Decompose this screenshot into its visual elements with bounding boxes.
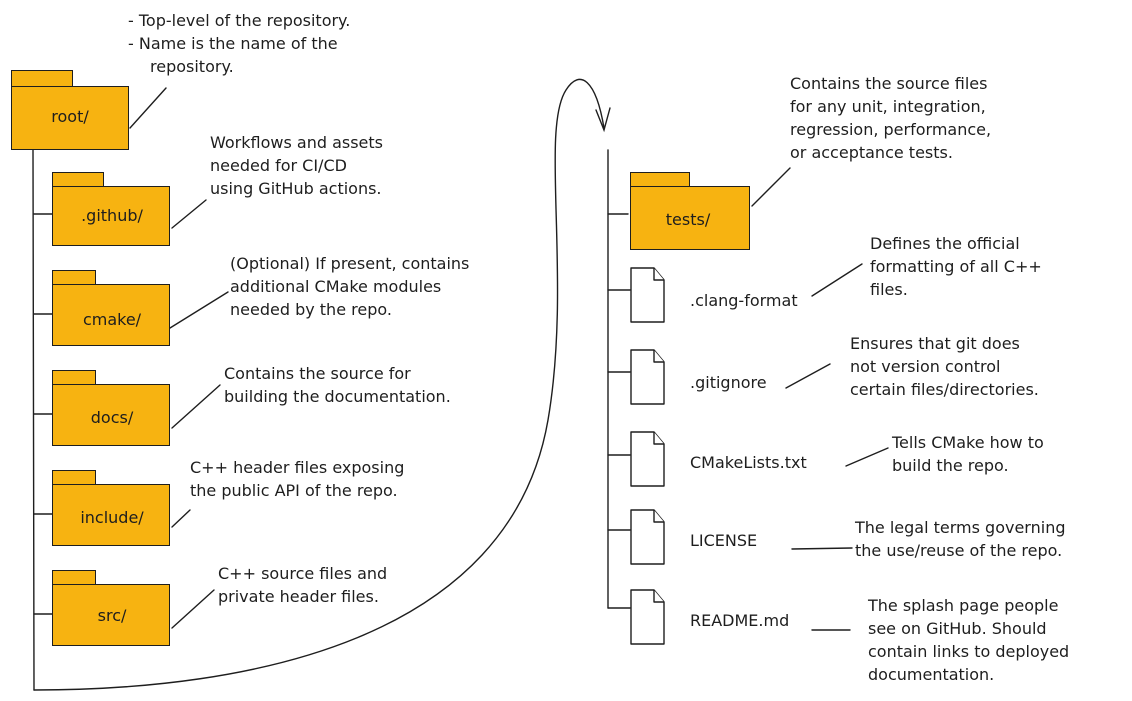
left-tree-trunk [32, 149, 35, 691]
tests-note-line: for any unit, integration, [790, 97, 986, 116]
include-folder-icon-tab [52, 470, 96, 486]
docs-folder-icon [52, 384, 170, 446]
root-note-line: repository. [150, 57, 234, 76]
cmakelists-file-label: CMakeLists.txt [690, 453, 807, 472]
root-folder-icon-tab [11, 70, 73, 88]
gitignore-note: Ensures that git does not version contro… [850, 332, 1039, 401]
clang-format-note-line: formatting of all C++ [870, 257, 1042, 276]
license-note-line: The legal terms governing [855, 518, 1066, 537]
cmake-note-line: additional CMake modules [230, 277, 442, 296]
src-folder-icon [52, 584, 170, 646]
root-note: - Top-level of the repository. - Name is… [128, 9, 350, 78]
gitignore-note-line: Ensures that git does [850, 334, 1020, 353]
leader-src [171, 589, 215, 629]
clang-format-note: Defines the official formatting of all C… [870, 232, 1042, 301]
tests-note-line: regression, performance, [790, 120, 992, 139]
include-note: C++ header files exposing the public API… [190, 456, 404, 502]
gitignore-note-line: certain files/directories. [850, 380, 1039, 399]
root-note-line: - Top-level of the repository. [128, 11, 351, 30]
github-folder-icon [52, 186, 170, 246]
leader-tests [751, 167, 791, 207]
license-file-icon [630, 509, 665, 565]
continuation-arrow-curve [33, 78, 605, 691]
leader-gitignore [785, 363, 831, 389]
tests-note: Contains the source files for any unit, … [790, 72, 991, 164]
readme-note-line: see on GitHub. Should [868, 619, 1047, 638]
clang-format-note-line: files. [870, 280, 908, 299]
gitignore-file-label: .gitignore [690, 373, 767, 392]
cmakelists-note: Tells CMake how to build the repo. [892, 431, 1044, 477]
cmake-folder-icon [52, 284, 170, 346]
license-file-label: LICENSE [690, 531, 758, 550]
readme-note-line: documentation. [868, 665, 995, 684]
include-folder-label: include/ [80, 508, 144, 527]
leader-github [171, 199, 207, 229]
include-folder-icon [52, 484, 170, 546]
tests-note-line: Contains the source files [790, 74, 988, 93]
src-note-line: private header files. [218, 587, 379, 606]
github-note-line: needed for CI/CD [210, 156, 347, 175]
github-folder-icon-tab [52, 172, 104, 188]
src-folder-icon-tab [52, 570, 96, 586]
readme-note: The splash page people see on GitHub. Sh… [868, 594, 1069, 686]
docs-folder-icon-tab [52, 370, 96, 386]
docs-note: Contains the source for building the doc… [224, 362, 451, 408]
github-note-line: using GitHub actions. [210, 179, 382, 198]
github-folder-label: .github/ [81, 206, 143, 225]
cmake-note-line: needed by the repo. [230, 300, 392, 319]
src-note: C++ source files and private header file… [218, 562, 387, 608]
clang-format-note-line: Defines the official [870, 234, 1020, 253]
cmake-note: (Optional) If present, contains addition… [230, 252, 469, 321]
readme-file-label: README.md [690, 611, 790, 630]
clang-format-file-icon [630, 267, 665, 323]
leader-clang-format [811, 263, 863, 297]
docs-note-line: Contains the source for [224, 364, 411, 383]
cmakelists-file-icon [630, 431, 665, 487]
readme-file-icon [630, 589, 665, 645]
cmakelists-note-line: Tells CMake how to [892, 433, 1044, 452]
leader-include [171, 509, 191, 528]
license-note: The legal terms governing the use/reuse … [855, 516, 1065, 562]
cmakelists-note-line: build the repo. [892, 456, 1009, 475]
github-note: Workflows and assets needed for CI/CD us… [210, 131, 383, 200]
tests-folder-icon-tab [630, 172, 690, 188]
leader-root [129, 87, 167, 129]
docs-note-line: building the documentation. [224, 387, 451, 406]
readme-note-line: contain links to deployed [868, 642, 1070, 661]
tests-folder-icon [630, 186, 750, 250]
tests-folder-label: tests/ [665, 210, 711, 229]
include-note-line: the public API of the repo. [190, 481, 398, 500]
tests-note-line: or acceptance tests. [790, 143, 953, 162]
gitignore-file-icon [630, 349, 665, 405]
continuation-arrow-head [595, 107, 611, 133]
src-folder-label: src/ [97, 606, 127, 625]
docs-folder-label: docs/ [90, 408, 134, 427]
readme-note-line: The splash page people [868, 596, 1059, 615]
cmake-folder-icon-tab [52, 270, 96, 286]
root-note-line: - Name is the name of the [128, 34, 338, 53]
clang-format-file-label: .clang-format [690, 291, 798, 310]
cmake-note-line: (Optional) If present, contains [230, 254, 470, 273]
src-note-line: C++ source files and [218, 564, 388, 583]
root-folder-label: root/ [51, 107, 89, 126]
root-folder-icon [11, 86, 129, 150]
leader-cmakelists [845, 447, 889, 467]
license-note-line: the use/reuse of the repo. [855, 541, 1063, 560]
leader-cmake [169, 291, 229, 329]
leader-docs [171, 384, 221, 429]
gitignore-note-line: not version control [850, 357, 1001, 376]
github-note-line: Workflows and assets [210, 133, 384, 152]
leader-license [791, 547, 853, 550]
include-note-line: C++ header files exposing [190, 458, 405, 477]
cmake-folder-label: cmake/ [82, 310, 142, 329]
